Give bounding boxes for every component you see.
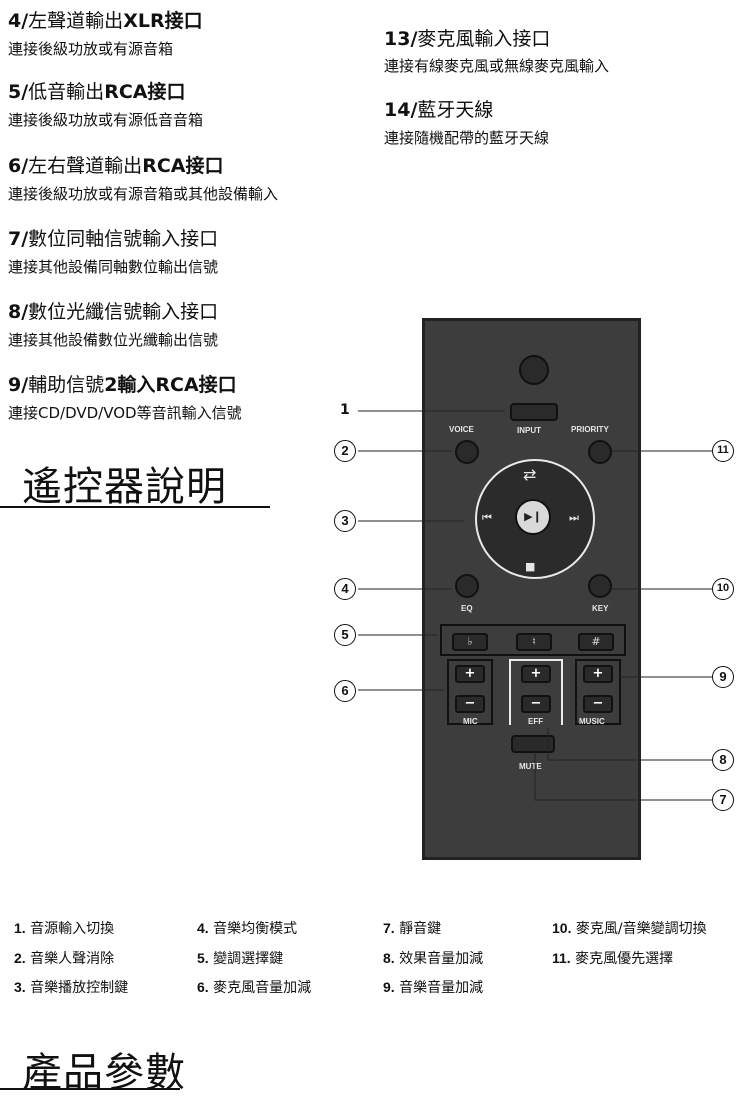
eq-button[interactable] [455,574,479,598]
spec-title: 5/低音輸出RCA接口 [8,81,186,103]
sharp-button[interactable]: # [578,633,614,651]
music-volume-down-button[interactable]: − [583,695,613,713]
legend-item: 1. 音源輸入切換 [14,920,115,937]
legend-item: 9. 音樂音量加減 [383,979,484,996]
input-button[interactable] [510,403,558,421]
heading-underline [0,506,270,508]
eff-volume-group [509,659,563,725]
spec-desc: 連接隨機配帶的藍牙天線 [384,129,550,147]
spec-title: 14/藍牙天線 [384,99,494,121]
key-button[interactable] [588,574,612,598]
legend-item: 4. 音樂均衡模式 [197,920,298,937]
eff-label: EFF [528,717,544,726]
repeat-icon[interactable]: ⇄ [523,465,537,484]
next-track-icon[interactable]: ⏭ [569,511,579,524]
spec-title: 13/麥克風輸入接口 [384,28,551,50]
callout-8: 8 [712,749,734,771]
natural-button[interactable]: ♮ [516,633,552,651]
input-label: INPUT [517,426,541,435]
callout-4: 4 [334,578,356,600]
music-volume-group [575,659,621,725]
key-label: KEY [592,604,609,613]
spec-desc: 連接後級功放或有源低音音箱 [8,111,204,129]
eff-volume-up-button[interactable]: + [521,665,551,683]
legend-item: 2. 音樂人聲消除 [14,950,115,967]
legend-item: 3. 音樂播放控制鍵 [14,979,129,996]
mic-volume-up-button[interactable]: + [455,665,485,683]
legend-item: 5. 變調選擇鍵 [197,950,284,967]
callout-6: 6 [334,680,356,702]
tone-group [440,624,626,656]
callout-1: 1 [340,402,350,418]
callout-2: 2 [334,440,356,462]
voice-button[interactable] [455,440,479,464]
spec-desc: 連接有線麥克風或無線麥克風輸入 [384,57,610,75]
music-label: MUSIC [579,717,605,726]
spec-desc: 連接後級功放或有源音箱或其他設備輸入 [8,185,279,203]
mic-label: MIC [463,717,478,726]
mute-button[interactable] [511,735,555,753]
spec-desc: 連接其他設備數位光纖輸出信號 [8,331,219,349]
spec-title: 8/數位光纖信號輸入接口 [8,301,219,323]
section-heading-remote: 遙控器說明 [22,464,227,510]
mute-label: MUTE [519,762,542,771]
heading-underline [0,1088,180,1090]
spec-title: 7/數位同軸信號輸入接口 [8,228,219,250]
callout-3: 3 [334,510,356,532]
spec-title: 9/輔助信號2輸入RCA接口 [8,374,237,396]
legend-item: 6. 麥克風音量加減 [197,979,312,996]
spec-title: 4/左聲道輸出XLR接口 [8,10,203,32]
callout-11: 11 [712,440,734,462]
spec-title: 6/左右聲道輸出RCA接口 [8,155,224,177]
callout-9: 9 [712,666,734,688]
legend-item: 8. 效果音量加減 [383,950,484,967]
legend-item: 10. 麥克風/音樂變調切換 [552,920,707,937]
stop-icon[interactable]: ■ [525,560,536,573]
callout-10: 10 [712,578,734,600]
eff-volume-down-button[interactable]: − [521,695,551,713]
spec-desc: 連接後級功放或有源音箱 [8,40,174,58]
callout-5: 5 [334,624,356,646]
power-button[interactable] [519,355,549,385]
flat-button[interactable]: ♭ [452,633,488,651]
play-pause-icon: ▶❙ [524,510,542,523]
priority-label: PRIORITY [571,425,609,434]
callout-7: 7 [712,789,734,811]
spec-desc: 連接CD/DVD/VOD等音訊輸入信號 [8,404,242,422]
mic-volume-group [447,659,493,725]
mic-volume-down-button[interactable]: − [455,695,485,713]
legend-item: 7. 靜音鍵 [383,920,442,937]
voice-label: VOICE [449,425,474,434]
legend-item: 11. 麥克風優先選擇 [552,950,674,967]
remote-control: INPUT VOICE PRIORITY ⇄ ⏮ ⏭ ■ ▶❙ EQ KEY ♭… [422,318,641,860]
prev-track-icon[interactable]: ⏮ [482,511,492,524]
priority-button[interactable] [588,440,612,464]
eq-label: EQ [461,604,473,613]
spec-desc: 連接其他設備同軸數位輸出信號 [8,258,219,276]
play-pause-button[interactable]: ▶❙ [515,499,551,535]
music-volume-up-button[interactable]: + [583,665,613,683]
